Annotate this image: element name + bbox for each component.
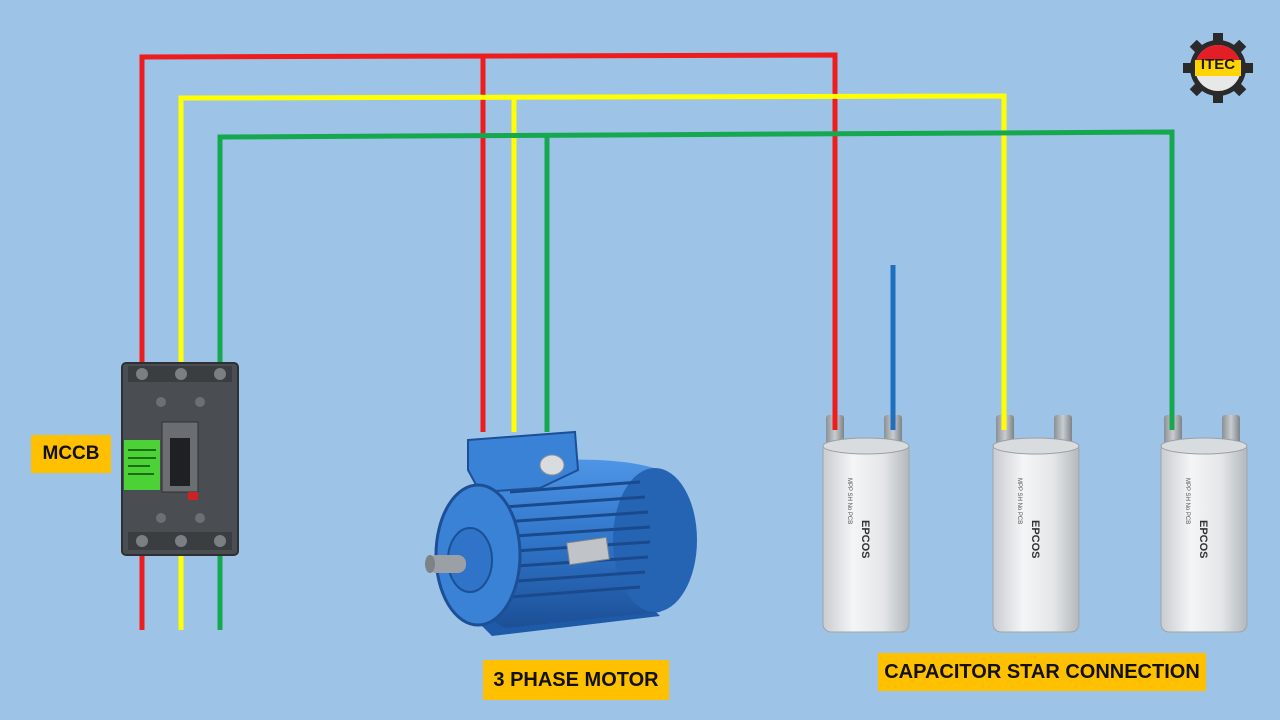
terminal-screw bbox=[175, 368, 187, 380]
terminal-screw bbox=[156, 513, 166, 523]
terminal-screw bbox=[195, 513, 205, 523]
capacitor-connection-label: CAPACITOR STAR CONNECTION bbox=[878, 653, 1206, 691]
cap-top-cap bbox=[1160, 437, 1248, 455]
terminal-screw bbox=[214, 368, 226, 380]
mccb-trip-button bbox=[188, 492, 198, 500]
cap-print-line: MPP SH No PCB bbox=[846, 478, 852, 524]
motor-rear-bell bbox=[613, 468, 697, 612]
terminal-screw bbox=[136, 535, 148, 547]
cable-gland bbox=[539, 454, 565, 476]
mccb-label: MCCB bbox=[31, 435, 111, 473]
terminal-screw bbox=[156, 397, 166, 407]
motor-shaft-end bbox=[425, 555, 435, 573]
cap-print-line: MPP SH No PCB bbox=[1184, 478, 1190, 524]
cap-terminal bbox=[1164, 415, 1182, 447]
mccb-toggle-lever bbox=[170, 438, 190, 486]
terminal-screw bbox=[175, 535, 187, 547]
capacitor-2: EPCOS MPP SH No PCB bbox=[992, 415, 1080, 633]
cap-terminal bbox=[826, 415, 844, 447]
wires bbox=[139, 52, 1175, 630]
cap-brand: EPCOS bbox=[859, 520, 871, 559]
motor-label: 3 PHASE MOTOR bbox=[483, 660, 669, 700]
motor-terminal-box bbox=[467, 430, 580, 494]
cap-terminal bbox=[996, 415, 1014, 447]
terminal-screw bbox=[214, 535, 226, 547]
capacitor-1: EPCOS MPP SH No PCB bbox=[822, 415, 910, 633]
cap-brand: EPCOS bbox=[1029, 520, 1041, 559]
cap-top-cap bbox=[992, 437, 1080, 455]
capacitor-3: EPCOS MPP SH No PCB bbox=[1160, 415, 1248, 633]
itec-logo-gear-icon bbox=[1183, 33, 1253, 103]
mccb-breaker bbox=[121, 362, 239, 556]
motor-shaft bbox=[428, 555, 466, 573]
cap-top-cap bbox=[822, 437, 910, 455]
logo-text: ITEC bbox=[1200, 56, 1236, 73]
terminal-screw bbox=[195, 397, 205, 407]
yellow-wire bbox=[178, 93, 1007, 430]
cap-brand: EPCOS bbox=[1197, 520, 1209, 559]
motor-nameplate bbox=[566, 536, 610, 566]
three-phase-motor bbox=[425, 430, 697, 636]
red-wire bbox=[139, 52, 838, 430]
green-wire bbox=[217, 129, 1175, 430]
terminal-screw bbox=[136, 368, 148, 380]
cap-print-line: MPP SH No PCB bbox=[1016, 478, 1022, 524]
